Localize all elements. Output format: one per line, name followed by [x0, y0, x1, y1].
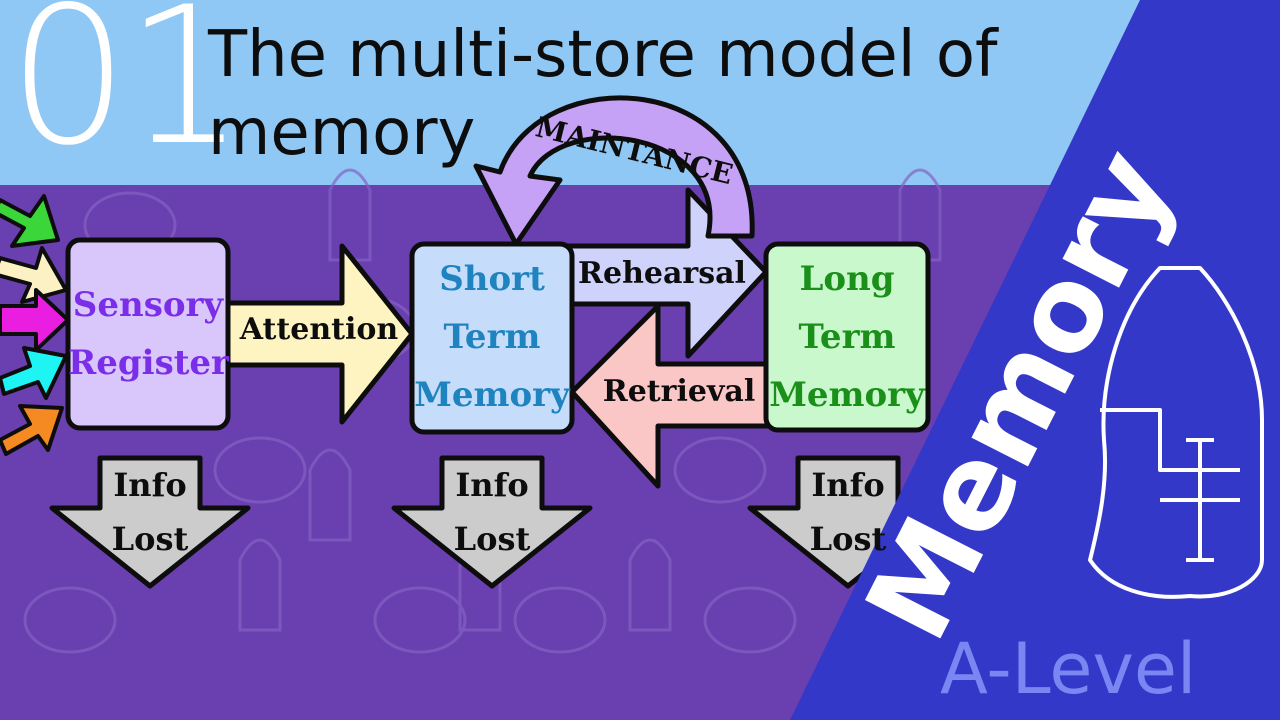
stimulus-arrow-orange: [0, 404, 64, 456]
side-panel: [790, 0, 1280, 720]
stimulus-arrow-green: [0, 194, 60, 248]
rehearsal-label: Rehearsal: [578, 256, 746, 291]
logo-motif-icon: [628, 538, 672, 632]
logo-motif-icon: [898, 168, 942, 262]
logo-motif-icon: [308, 448, 352, 542]
info-lost-sensory-label: Info Lost: [111, 466, 189, 558]
info-lost-arrow-sensory: [49, 455, 251, 589]
short-term-memory-label: Short Term Memory: [414, 259, 570, 415]
stimulus-arrows: [0, 194, 70, 456]
short-term-memory-box: [409, 241, 575, 435]
brain-motif-icon: [213, 436, 307, 504]
info-lost-arrow-stm: [391, 455, 593, 589]
retrieval-label: Retrieval: [602, 374, 756, 409]
sensory-register-label: Sensory Register: [68, 285, 229, 383]
info-lost-stm-label: Info Lost: [453, 466, 531, 558]
logo-motif-icon: [328, 168, 372, 262]
logo-motif-icon: [238, 538, 282, 632]
maintenance-arrow: [473, 95, 755, 247]
brain-motif-icon: [513, 586, 607, 654]
long-term-memory-box: [763, 241, 931, 433]
attention-label: Attention: [239, 312, 399, 347]
brain-motif-icon: [673, 436, 767, 504]
sensory-register-box: [65, 237, 231, 431]
brain-motif-icon: [373, 586, 467, 654]
stimulus-arrow-cream: [0, 246, 68, 304]
episode-number: 01: [8, 0, 246, 187]
title-bar: 01 The multi-store model of memory: [0, 0, 1280, 185]
level-label: A-Level: [940, 628, 1197, 710]
psychology-logo-icon: [1088, 266, 1264, 599]
brain-motif-icon: [23, 586, 117, 654]
attention-arrow: [225, 243, 415, 425]
stimulus-arrow-magenta: [0, 288, 70, 352]
stimulus-arrow-cyan: [0, 346, 68, 400]
page-title: The multi-store model of memory: [208, 18, 998, 170]
info-lost-ltm-label: Info Lost: [809, 466, 887, 558]
brain-motif-icon: [703, 586, 797, 654]
long-term-memory-label: Long Term Memory: [769, 259, 925, 415]
